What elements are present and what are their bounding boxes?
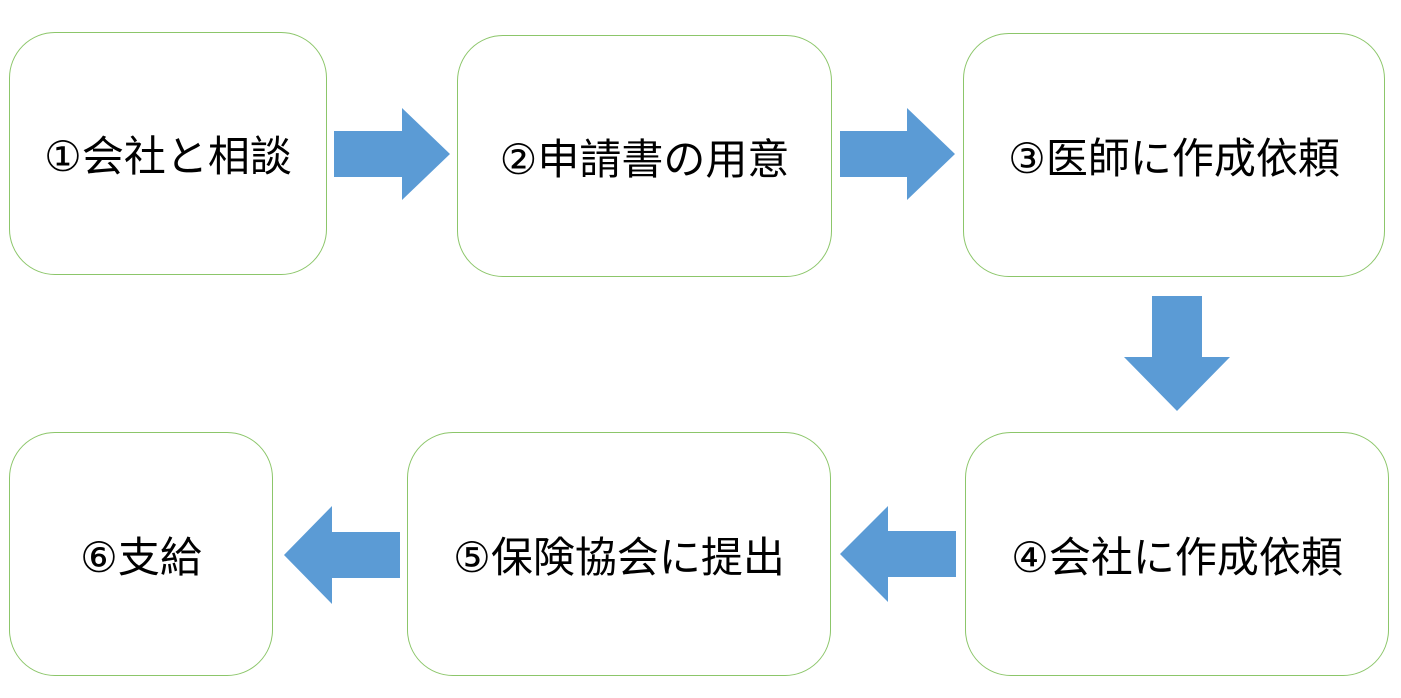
step-box-5: ⑤保険協会に提出 (407, 432, 831, 676)
step-label-4: ④会社に作成依頼 (1011, 532, 1343, 582)
step-label-6: ⑥支給 (80, 532, 202, 582)
step-box-6: ⑥支給 (9, 432, 273, 676)
step-label-2: ②申請書の用意 (499, 134, 790, 184)
arrow-right-2 (840, 108, 955, 200)
arrow-right-1 (334, 108, 450, 200)
step-label-3: ③医師に作成依頼 (1008, 133, 1340, 183)
arrow-left-2 (284, 506, 400, 604)
step-box-2: ②申請書の用意 (457, 35, 832, 277)
step-label-5: ⑤保険協会に提出 (453, 532, 785, 582)
arrow-down (1124, 296, 1230, 411)
step-box-3: ③医師に作成依頼 (963, 33, 1385, 277)
step-box-4: ④会社に作成依頼 (965, 432, 1389, 676)
step-label-1: ①会社と相談 (44, 132, 292, 181)
step-box-1: ①会社と相談 (9, 32, 327, 275)
arrow-left-1 (840, 506, 956, 602)
